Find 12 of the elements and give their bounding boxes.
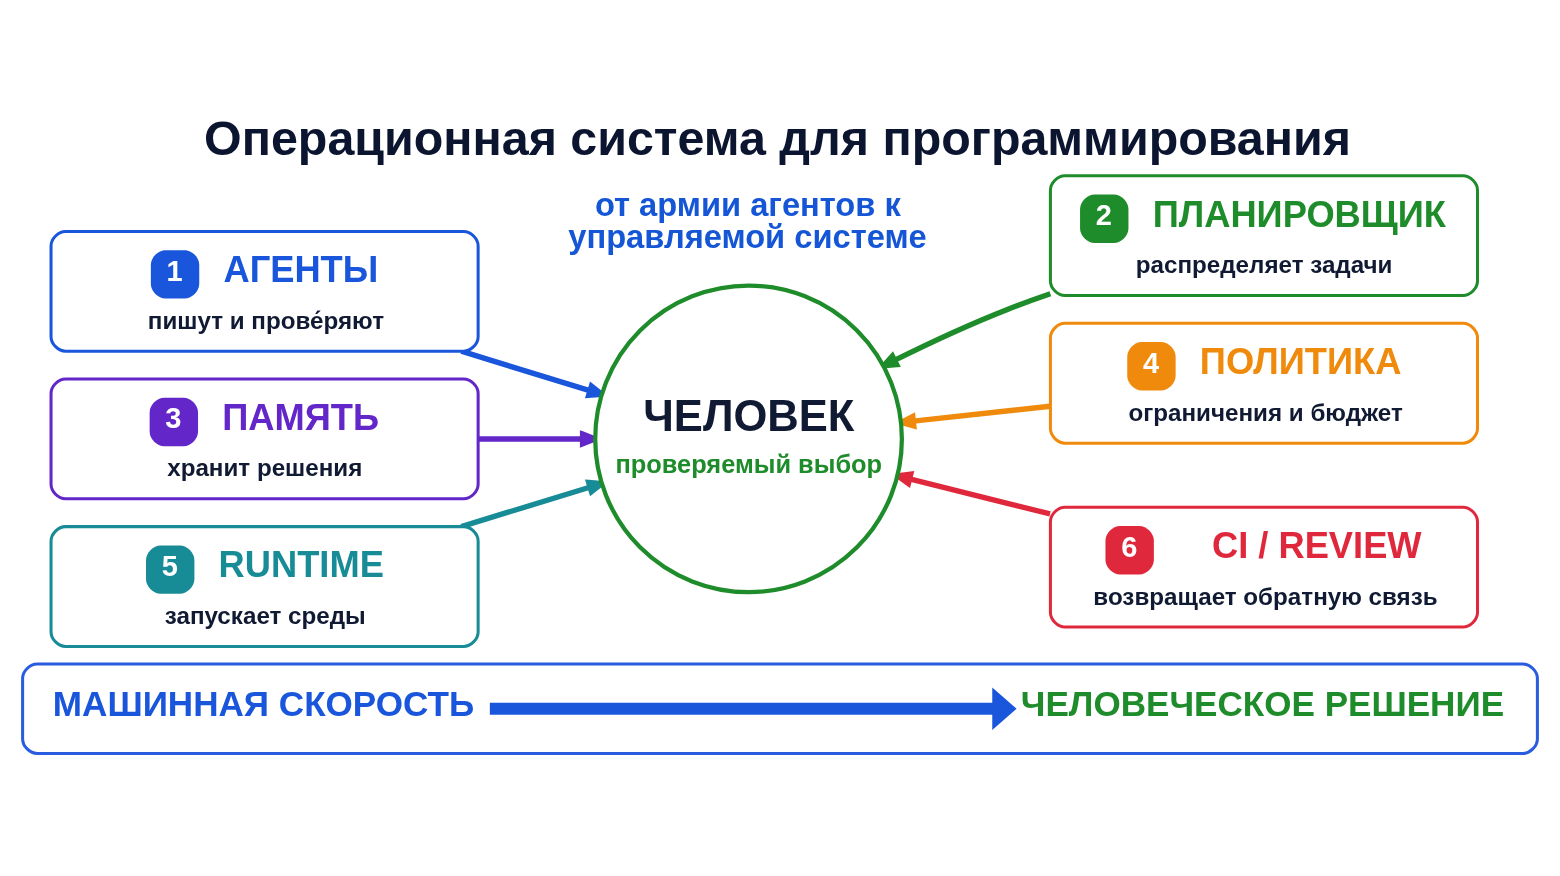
label: от армии агентов к управляемой системе: [568, 185, 927, 256]
node-box: 1 АГЕНТЫ пишут и прове́ряют: [49, 229, 480, 353]
cluster: [21, 662, 1539, 755]
node-box: 5 RUNTIME запускает среды: [49, 525, 480, 648]
node-box: 6 CI / REVIEW возвращает обратную связь: [1048, 505, 1479, 629]
node-box: 4 ПОЛИТИКА ограничения и бюджет: [1048, 321, 1479, 445]
node-text: ЧЕЛОВЕЧЕСКОЕ РЕШЕНИЕ: [1020, 684, 1505, 724]
node-text: МАШИННАЯ СКОРОСТЬ: [52, 684, 475, 724]
arrow: [489, 687, 1017, 730]
diagram-title: Операционная система для программирования: [204, 111, 1351, 166]
node-box: 3 ПАМЯТЬ хранит решения: [49, 377, 480, 501]
node-box: 2 ПЛАНИРОВЩИК распределяет задачи: [1048, 174, 1479, 298]
